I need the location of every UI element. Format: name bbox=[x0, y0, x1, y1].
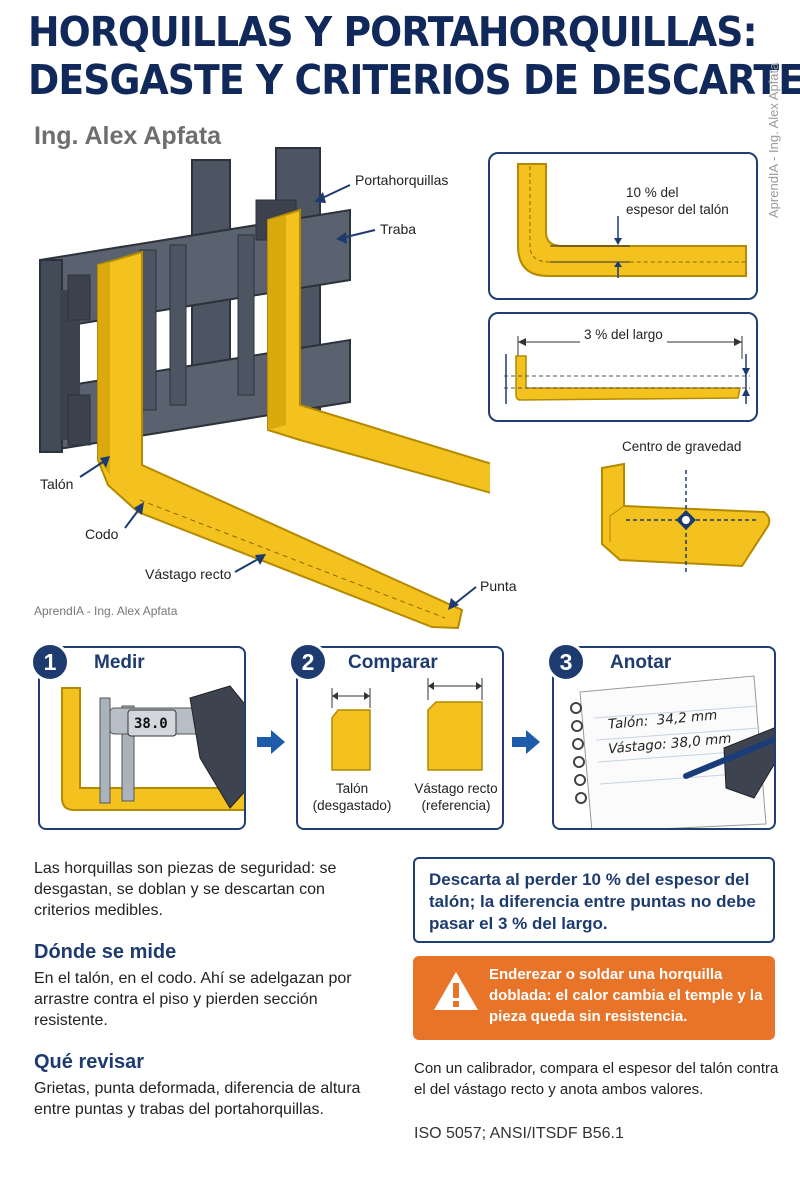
heel-thickness-panel: 10 % del espesor del talón bbox=[488, 152, 758, 300]
label-vastago: Vástago recto bbox=[145, 566, 232, 582]
vertical-watermark: AprendIA - Ing. Alex Apfata bbox=[766, 62, 781, 218]
label-talon: Talón bbox=[40, 476, 74, 492]
intro-text: Las horquillas son piezas de seguridad: … bbox=[34, 860, 337, 919]
step-comparar-panel: Talón (desgastado) Vástago recto (refere… bbox=[296, 646, 504, 830]
caliper-illustration bbox=[61, 685, 244, 811]
discard-criteria-text: Descarta al perder 10 % del espesor del … bbox=[429, 870, 756, 933]
que-revisar-heading: Qué revisar bbox=[34, 1051, 145, 1073]
step-2-title: Comparar bbox=[348, 652, 438, 673]
iso-standards: ISO 5057; ANSI/ITSDF B56.1 bbox=[414, 1125, 624, 1142]
arrow-right-icon bbox=[512, 730, 540, 754]
label-traba: Traba bbox=[380, 221, 417, 237]
step-anotar-panel: Talón: 34,2 mm Vástago: 38,0 mm bbox=[552, 646, 776, 830]
compare-left-label: Talón (desgastado) bbox=[312, 781, 392, 813]
warning-text: Enderezar o soldar una horquilla doblada… bbox=[489, 966, 763, 1025]
cg-label: Centro de gravedad bbox=[622, 439, 742, 454]
calibrador-text: Con un calibrador, compara el espesor de… bbox=[414, 1060, 779, 1098]
donde-heading: Dónde se mide bbox=[34, 941, 177, 963]
notebook-illustration bbox=[570, 675, 774, 828]
length-label: 3 % del largo bbox=[580, 326, 667, 343]
que-revisar-text: Grietas, punta deformada, diferencia de … bbox=[34, 1080, 361, 1118]
forklift-fork-illustration bbox=[39, 147, 490, 630]
label-codo: Codo bbox=[85, 526, 119, 542]
page-title: HORQUILLAS Y PORTAHORQUILLAS: DESGASTE Y… bbox=[28, 8, 800, 104]
step-2-badge: 2 bbox=[288, 642, 328, 682]
watermark: AprendIA - Ing. Alex Apfata bbox=[34, 604, 178, 618]
heel-diagram bbox=[517, 163, 747, 278]
step-medir-panel: 38.0 bbox=[38, 646, 246, 830]
step-3-title: Anotar bbox=[610, 652, 672, 673]
tip-difference-panel: 3 % del largo bbox=[488, 312, 758, 422]
discard-criteria-box: Descarta al perder 10 % del espesor del … bbox=[413, 857, 775, 943]
label-portahorquillas: Portahorquillas bbox=[355, 172, 449, 188]
warning-icon bbox=[434, 972, 478, 1010]
title-line-2: DESGASTE Y CRITERIOS DE DESCARTE bbox=[28, 56, 800, 104]
heel-thickness-label: 10 % del espesor del talón bbox=[626, 185, 729, 217]
compare-right-label: Vástago recto (referencia) bbox=[414, 781, 498, 813]
caliper-readout: 38.0 bbox=[134, 716, 168, 732]
label-punta: Punta bbox=[480, 578, 517, 594]
warning-box: Enderezar o soldar una horquilla doblada… bbox=[413, 956, 775, 1040]
title-line-1: HORQUILLAS Y PORTAHORQUILLAS: bbox=[28, 8, 758, 56]
comparison-illustration bbox=[331, 678, 483, 771]
cg-diagram bbox=[601, 462, 771, 572]
step-1-badge: 1 bbox=[30, 642, 70, 682]
author: Ing. Alex Apfata bbox=[34, 122, 222, 150]
step-1-title: Medir bbox=[94, 652, 145, 673]
step-3-badge: 3 bbox=[546, 642, 586, 682]
donde-text: En el talón, en el codo. Ahí se adelgaza… bbox=[34, 970, 352, 1029]
arrow-right-icon bbox=[257, 730, 285, 754]
